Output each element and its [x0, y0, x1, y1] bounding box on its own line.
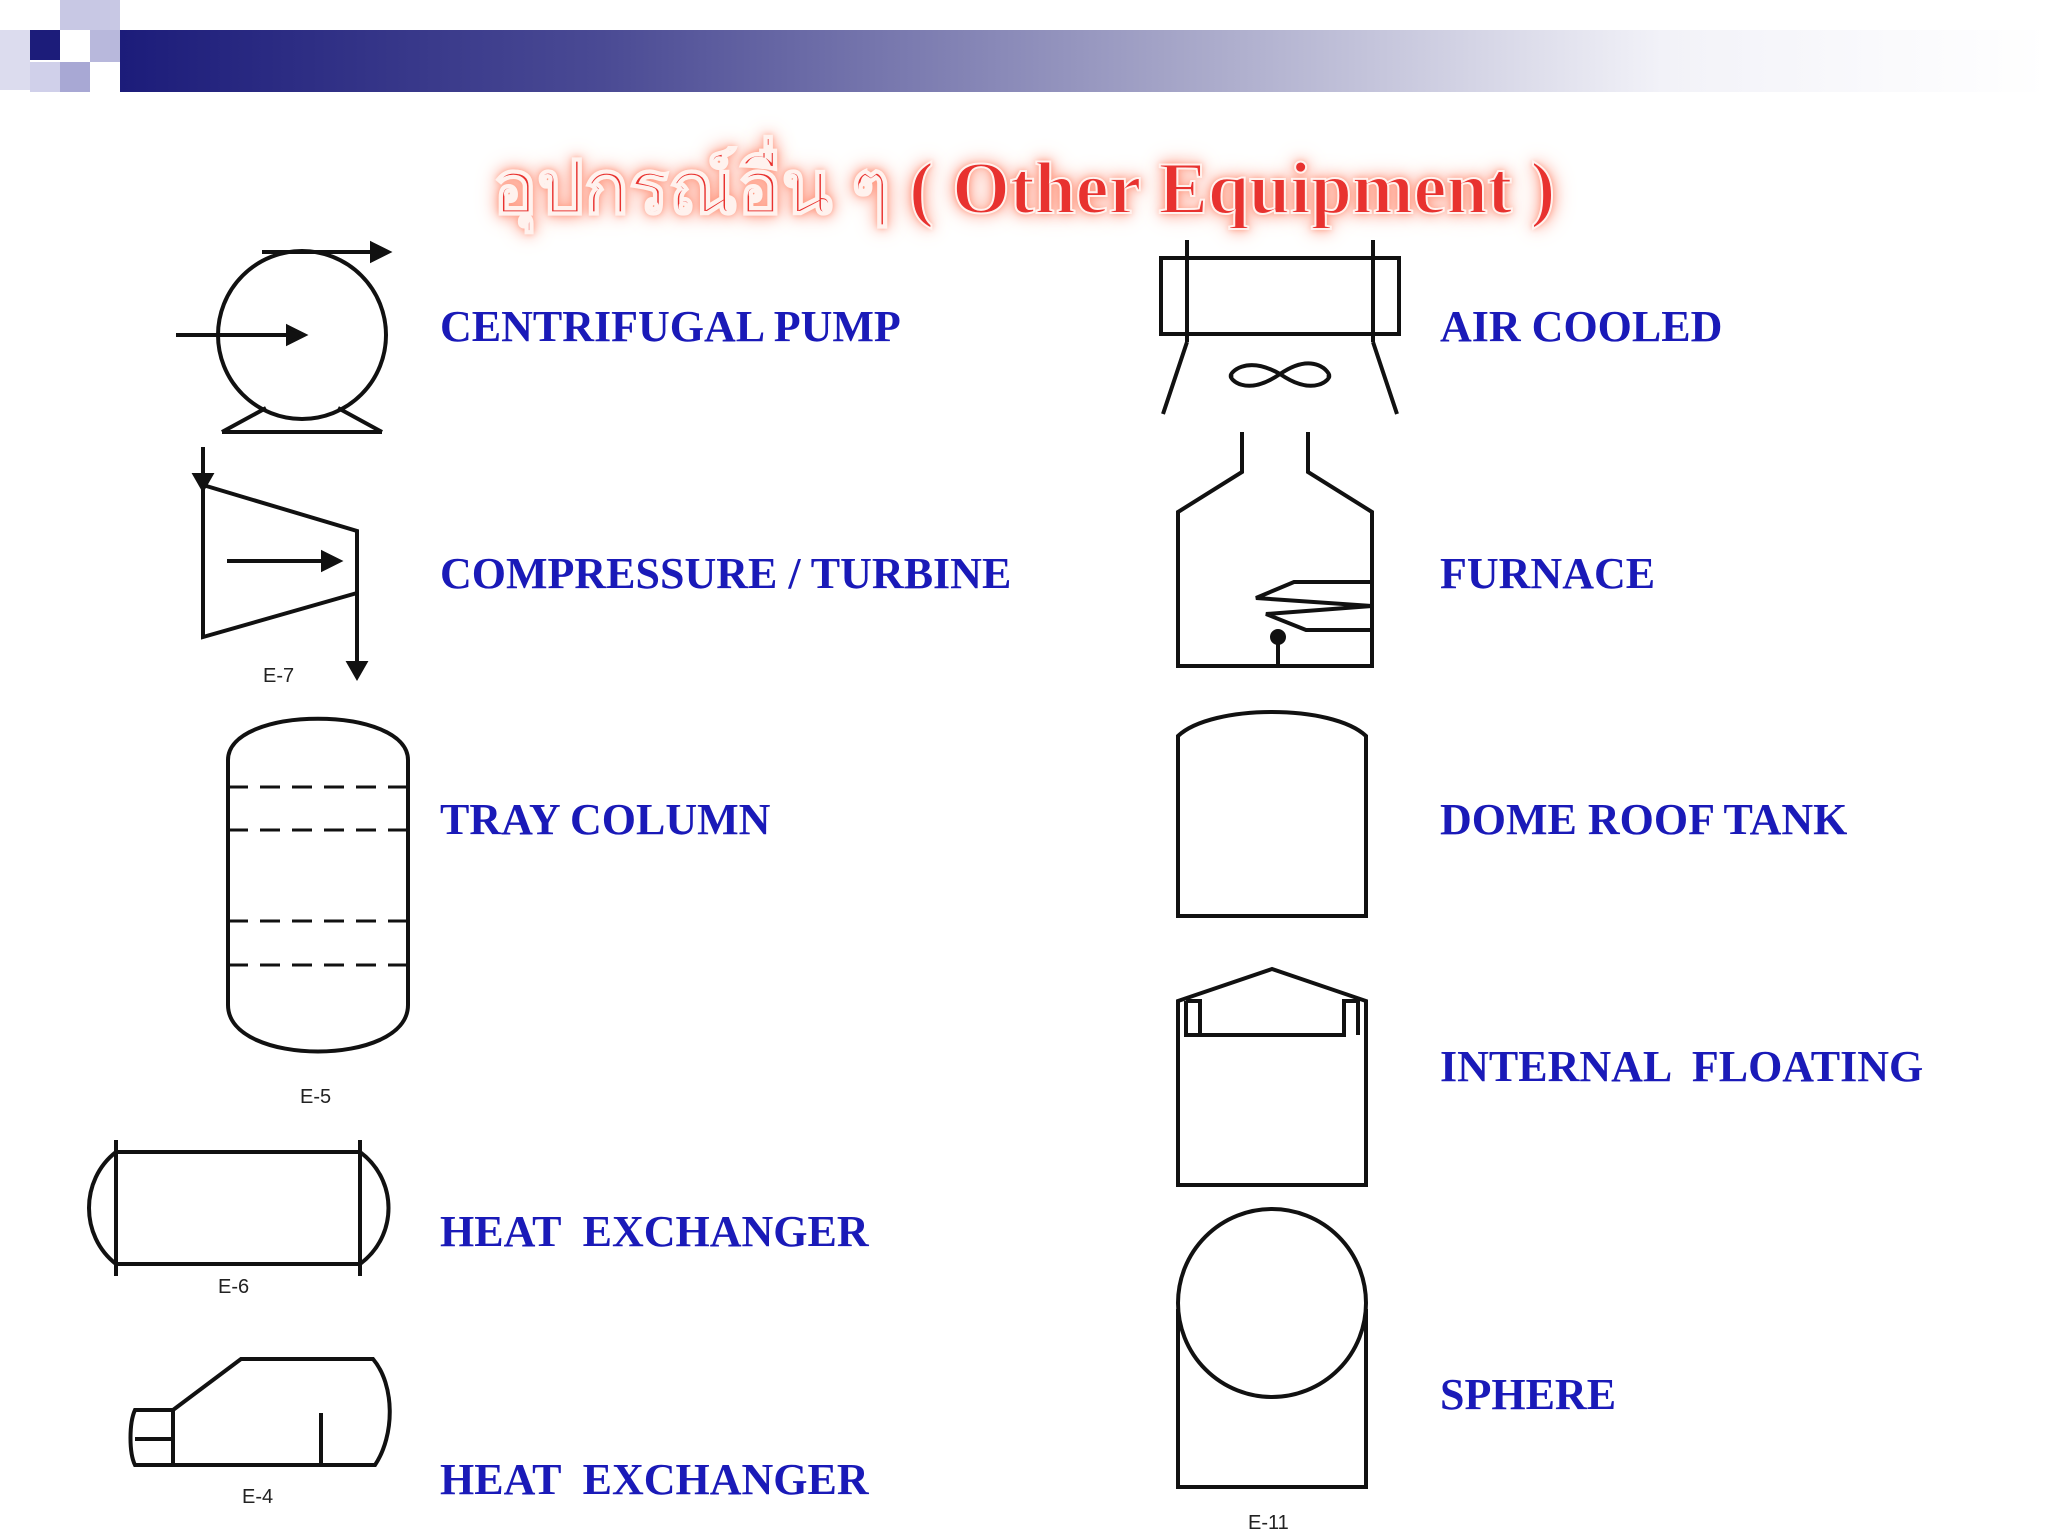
decor-square: [60, 0, 120, 30]
header-banner: [120, 30, 2048, 92]
tag-heat-exchanger-2: E-4: [242, 1486, 274, 1508]
tag-sphere: E-11: [1248, 1512, 1289, 1534]
tray-column-icon: [226, 716, 410, 1054]
tag-heat-exchanger: E-6: [218, 1276, 250, 1298]
label-tray-column: TRAY COLUMN: [440, 795, 771, 844]
heat-exchanger-icon: [87, 1140, 391, 1276]
tag-tray-column: E-5: [300, 1086, 332, 1108]
dome-roof-tank-icon: [1176, 710, 1368, 918]
label-sphere: SPHERE: [1440, 1370, 1617, 1419]
decor-square: [30, 30, 60, 60]
decor-square: [0, 30, 30, 90]
label-heat-exchanger-2: HEAT EXCHANGER: [440, 1455, 869, 1504]
centrifugal-pump-icon: [176, 240, 393, 434]
label-air-cooled: AIR COOLED: [1440, 302, 1723, 351]
sphere-icon: [1176, 1207, 1368, 1489]
label-compressor-turbine: COMPRESSURE / TURBINE: [440, 549, 1012, 598]
internal-floating-tank-icon: [1176, 966, 1368, 1187]
page-title: อุปกรณ์อื่น ๆ ( Other Equipment ): [492, 147, 1557, 231]
heat-exchanger-2-icon: [128, 1357, 392, 1467]
air-cooled-icon: [1159, 240, 1401, 415]
decor-square: [60, 62, 90, 92]
label-furnace: FURNACE: [1440, 549, 1656, 598]
decor-square: [30, 62, 60, 92]
furnace-icon: [1176, 432, 1374, 668]
compressor-turbine-icon: [191, 447, 369, 682]
label-dome-roof-tank: DOME ROOF TANK: [1440, 795, 1848, 844]
label-centrifugal-pump: CENTRIFUGAL PUMP: [440, 302, 901, 351]
label-internal-floating: INTERNAL FLOATING: [1440, 1042, 1924, 1091]
decor-square: [90, 30, 120, 62]
label-heat-exchanger: HEAT EXCHANGER: [440, 1207, 869, 1256]
tag-compressor: E-7: [263, 665, 295, 687]
